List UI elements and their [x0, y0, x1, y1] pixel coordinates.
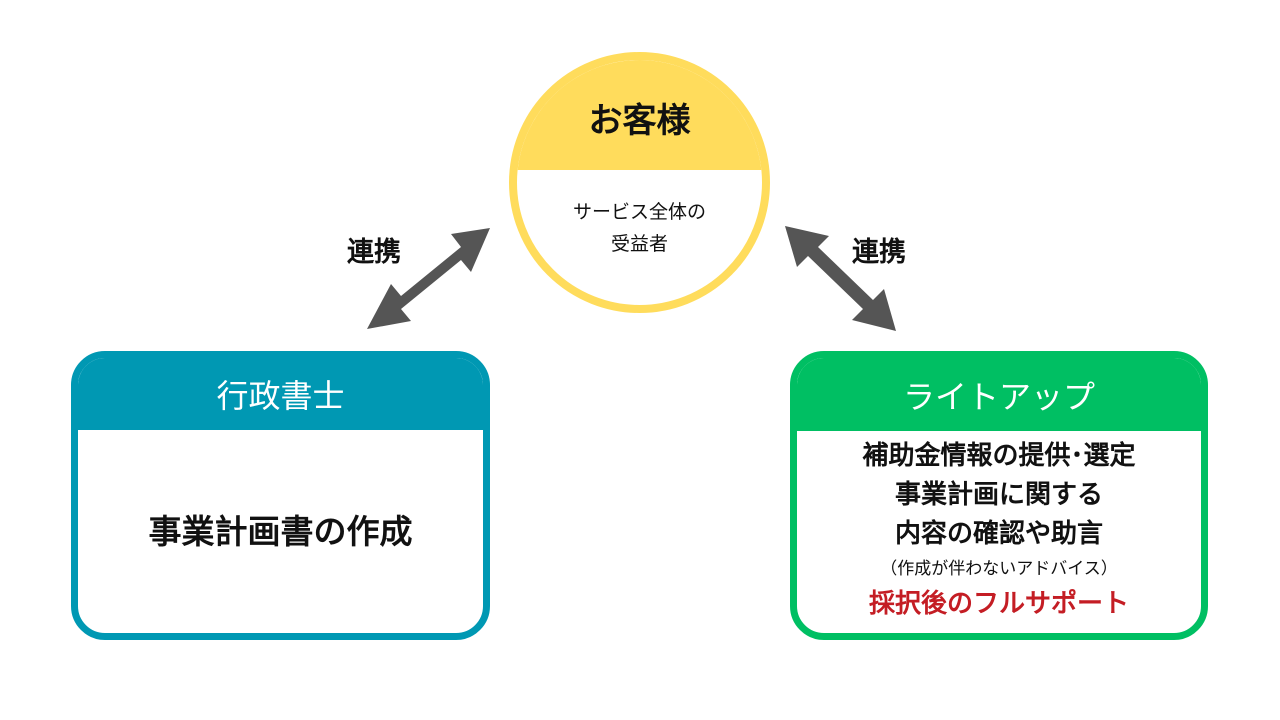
link-label-left: 連携: [347, 237, 401, 268]
customer-header: お客様: [517, 60, 762, 170]
customer-desc-line: 受益者: [610, 233, 668, 255]
gyoseishoshi-node: 行政書士 事業計画書の作成: [71, 351, 490, 640]
lightup-highlight: 採択後のフルサポート: [868, 589, 1129, 619]
right-double-arrow-icon: [785, 226, 896, 331]
customer-desc-line: サービス全体の: [572, 201, 706, 223]
lightup-line: 内容の確認や助言: [894, 519, 1103, 549]
lightup-header: ライトアップ: [797, 358, 1201, 431]
customer-node: お客様 サービス全体の 受益者: [509, 52, 770, 313]
lightup-line: 補助金情報の提供･選定: [862, 441, 1136, 471]
lightup-note: （作成が伴わないアドバイス）: [880, 559, 1118, 579]
gyoseishoshi-body: 事業計画書の作成: [148, 511, 413, 551]
customer-title: お客様: [588, 100, 691, 141]
gyoseishoshi-header: 行政書士: [78, 358, 483, 430]
lightup-body: 補助金情報の提供･選定 事業計画に関する 内容の確認や助言 （作成が伴わないアド…: [797, 431, 1201, 624]
left-double-arrow-icon: [367, 228, 490, 329]
customer-body: サービス全体の 受益者: [517, 170, 762, 305]
lightup-node: ライトアップ 補助金情報の提供･選定 事業計画に関する 内容の確認や助言 （作成…: [790, 351, 1208, 640]
link-label-right: 連携: [852, 237, 906, 268]
lightup-line: 事業計画に関する: [894, 480, 1103, 510]
